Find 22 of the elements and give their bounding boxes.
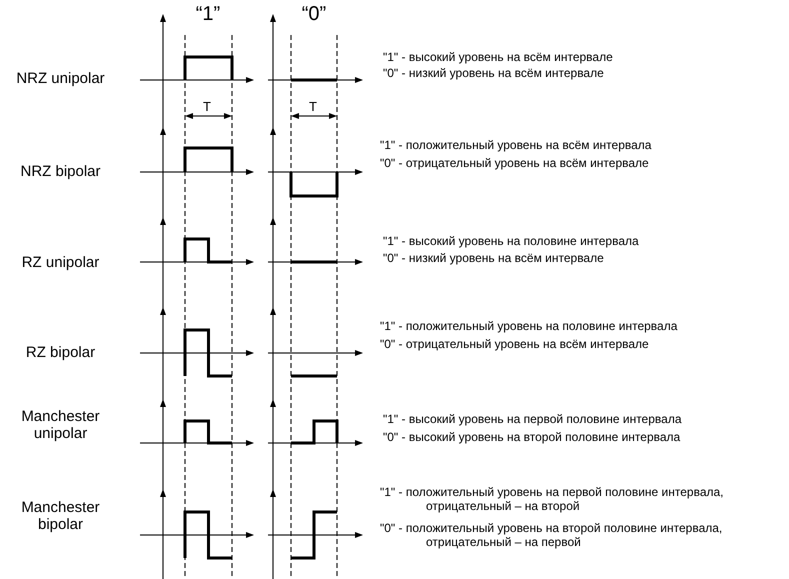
row-label: NRZ bipolar [19, 163, 102, 180]
description-text: "1" - положительный уровень на первой половине интервала, отрицательный – на второй [380, 486, 725, 514]
description-text: "1" - высокий уровень на первой половине интервала [383, 413, 682, 427]
description-text: "0" - низкий уровень на всём интервале [383, 67, 604, 81]
row-label: RZ bipolar [24, 344, 96, 362]
period-label: T [203, 100, 211, 115]
description-text: "0" - отрицательный уровень на всём интервале [380, 157, 649, 171]
description-text: "1" - высокий уровень на всём интервале [383, 51, 613, 65]
row-label: Manchester bipolar [20, 499, 101, 534]
period-label: T [309, 100, 317, 115]
description-text: "1" - положительный уровень на половине интервала [380, 320, 678, 334]
description-text: "1" - высокий уровень на половине интервала [383, 235, 639, 249]
row-label: RZ unipolar [20, 254, 100, 272]
row-label: Manchester unipolar [20, 408, 101, 442]
description-text: "0" - отрицательный уровень на всём интервале [380, 338, 649, 352]
description-text: "0" - положительный уровень на второй половине интервала, отрицательный – на первой [380, 522, 724, 550]
description-text: "0" - высокий уровень на второй половине интервала [383, 431, 680, 445]
description-text: "1" - положительный уровень на всём интервала [380, 139, 652, 153]
description-text: "0" - низкий уровень на всём интервале [383, 252, 604, 266]
bit-header: “1” [196, 3, 220, 26]
row-label: NRZ unipolar [15, 70, 106, 88]
bit-header: “0” [302, 3, 326, 26]
